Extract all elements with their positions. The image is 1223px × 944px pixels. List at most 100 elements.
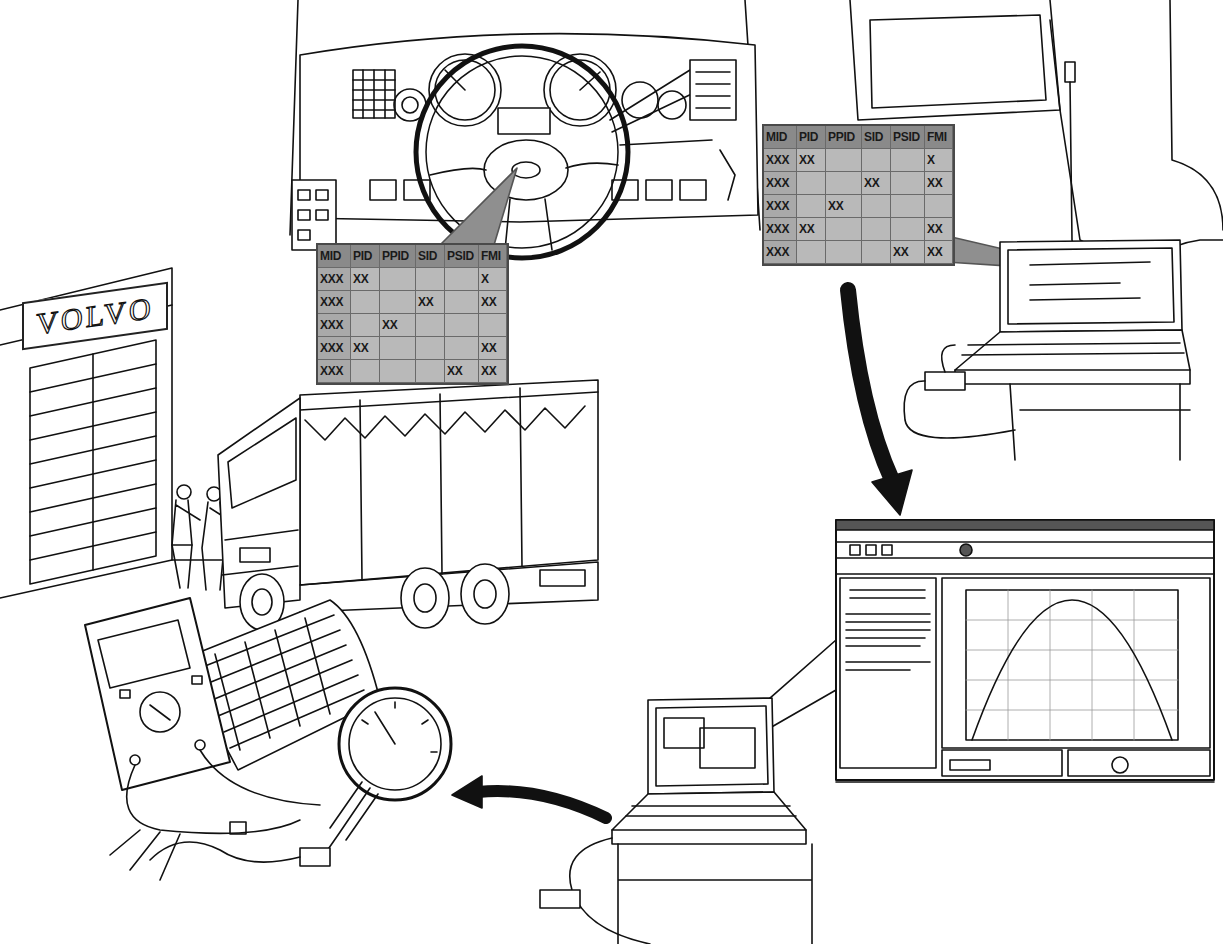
table-cell: XX: [891, 241, 925, 264]
table-cell: XX: [351, 268, 380, 291]
flow-arrow: [478, 791, 606, 818]
code-value: XX: [481, 291, 506, 313]
code-value: XX: [353, 337, 379, 359]
code-value: XXX: [766, 195, 796, 217]
table-cell: XXX: [764, 218, 797, 241]
code-value: XX: [799, 218, 825, 240]
table-cell: XXX: [764, 195, 797, 218]
table-cell: [797, 241, 826, 264]
table-cell: XX: [380, 314, 416, 337]
table-cell: XXX: [318, 360, 351, 383]
code-value: XX: [927, 172, 952, 194]
code-value: XXX: [320, 360, 350, 382]
table-cell: [416, 360, 445, 383]
column-header: PPID: [382, 245, 415, 267]
header-cell: PID: [797, 126, 826, 149]
table-cell: [862, 195, 891, 218]
table-cell: [891, 195, 925, 218]
flow-arrow: [848, 290, 892, 480]
header-cell: PPID: [380, 245, 416, 268]
table-cell: XXX: [318, 268, 351, 291]
table-cell: [416, 314, 445, 337]
arrow-head: [452, 776, 482, 808]
table-cell: [925, 195, 953, 218]
code-value: XXX: [320, 314, 350, 336]
code-value: XX: [828, 195, 861, 217]
column-header: FMI: [927, 126, 952, 148]
code-value: XX: [418, 291, 444, 313]
table-cell: [380, 337, 416, 360]
workshop-building: [0, 268, 230, 598]
column-header: PSID: [893, 126, 924, 148]
table-cell: XX: [862, 172, 891, 195]
header-cell: PID: [351, 245, 380, 268]
header-cell: PSID: [891, 126, 925, 149]
laptop: [540, 698, 812, 944]
code-value: XX: [353, 268, 379, 290]
table-cell: [445, 337, 479, 360]
code-value: XX: [864, 172, 890, 194]
table-cell: [826, 149, 862, 172]
column-header: PPID: [828, 126, 861, 148]
code-value: XXX: [320, 291, 350, 313]
code-value: XX: [481, 337, 506, 359]
table-cell: XXX: [764, 172, 797, 195]
truck: [218, 380, 598, 630]
table-cell: [891, 172, 925, 195]
header-cell: PPID: [826, 126, 862, 149]
header-cell: MID: [318, 245, 351, 268]
table-cell: [380, 360, 416, 383]
table-cell: [891, 149, 925, 172]
software-screenshot: [836, 520, 1214, 782]
code-value: XX: [893, 241, 924, 263]
table-cell: X: [479, 268, 507, 291]
code-value: XX: [481, 360, 506, 382]
table-cell: XXX: [318, 291, 351, 314]
column-header: SID: [418, 245, 444, 267]
table-cell: [797, 195, 826, 218]
table-cell: XX: [416, 291, 445, 314]
arrow-head: [872, 470, 912, 515]
table-cell: XX: [826, 195, 862, 218]
column-header: MID: [766, 126, 796, 148]
table-cell: [862, 149, 891, 172]
table-cell: [862, 218, 891, 241]
diagnostic-tools: [85, 598, 451, 880]
truck-cab-connection: [850, 0, 1223, 460]
table-cell: XXX: [318, 314, 351, 337]
table-cell: XX: [925, 172, 953, 195]
column-header: FMI: [481, 245, 506, 267]
table-cell: [797, 172, 826, 195]
table-cell: XXX: [764, 149, 797, 172]
table-cell: [479, 314, 507, 337]
table-cell: [826, 218, 862, 241]
code-table: MIDPIDPPIDSIDPSIDFMIXXXXXXXXXXXXXXXXXXXX…: [316, 243, 509, 385]
column-header: PSID: [447, 245, 478, 267]
table-cell: XX: [479, 360, 507, 383]
header-cell: FMI: [479, 245, 507, 268]
code-value: XXX: [320, 268, 350, 290]
header-cell: FMI: [925, 126, 953, 149]
table-cell: [351, 291, 380, 314]
code-value: XX: [799, 149, 825, 171]
table-cell: [445, 314, 479, 337]
column-header: PID: [799, 126, 825, 148]
table-cell: [351, 314, 380, 337]
table-cell: [416, 268, 445, 291]
code-value: XXX: [320, 337, 350, 359]
table-cell: [380, 291, 416, 314]
code-value: XX: [927, 241, 952, 263]
table-cell: [862, 241, 891, 264]
brand-name: VOLVO: [36, 291, 153, 341]
table-cell: XX: [925, 241, 953, 264]
workshop-sign: VOLVO: [22, 282, 168, 351]
table-cell: [380, 268, 416, 291]
code-value: X: [927, 149, 952, 171]
table-cell: X: [925, 149, 953, 172]
header-cell: PSID: [445, 245, 479, 268]
code-value: XX: [382, 314, 415, 336]
table-cell: [416, 337, 445, 360]
table-cell: XX: [445, 360, 479, 383]
